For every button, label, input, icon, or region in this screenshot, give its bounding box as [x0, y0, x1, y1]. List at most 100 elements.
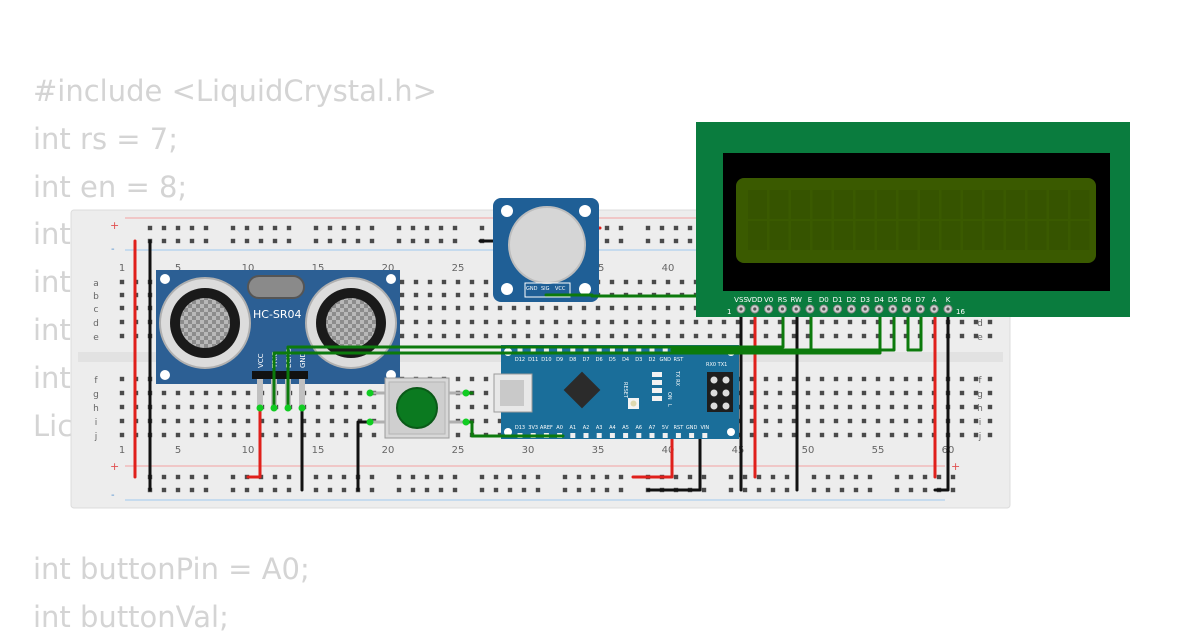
lcd-pin-label: D3	[860, 296, 870, 304]
potentiometer-knob[interactable]	[508, 206, 586, 284]
sensor-pin-gnd: GND	[299, 352, 307, 368]
lcd-pin-label: E	[808, 296, 812, 304]
column-number: 1	[119, 263, 125, 274]
wire-echo	[286, 307, 785, 410]
column-number: 25	[452, 445, 465, 456]
sensor-transducer-left	[159, 277, 251, 369]
arduino-pin-label: A2	[583, 425, 590, 431]
row-letter: d	[93, 319, 99, 329]
column-number: 20	[382, 263, 395, 274]
arduino-pin-label: D5	[609, 357, 616, 363]
arduino-pin-label: A6	[635, 425, 642, 431]
column-number: 35	[592, 445, 605, 456]
rail-plus-bottom: +	[110, 460, 119, 473]
column-number: 55	[872, 445, 885, 456]
wire-button-black	[356, 420, 372, 492]
row-letter: c	[94, 305, 99, 315]
rail-plus-top: +	[110, 219, 119, 232]
lcd-character-cells	[748, 190, 1090, 250]
code-listing: #include <LiquidCrystal.h>int rs = 7;int…	[33, 68, 437, 642]
row-letter: g	[977, 390, 983, 400]
column-number: 25	[452, 263, 465, 274]
column-number: 30	[522, 445, 535, 456]
arduino-pin-label: D2	[648, 357, 655, 363]
column-number: 20	[382, 445, 395, 456]
row-letter: i	[95, 418, 98, 428]
arduino-pin-label: RST	[674, 357, 685, 363]
microcontroller-chip	[563, 371, 601, 409]
wire-lcd-k	[933, 307, 950, 492]
lcd-pin-first: 1	[727, 308, 731, 316]
arduino-pin-label: RST	[674, 425, 685, 431]
lcd-pin-label: D7	[915, 296, 925, 304]
row-letter: b	[93, 292, 99, 302]
lcd-pin-label: A	[932, 296, 937, 304]
arduino-pin-label: A3	[596, 425, 603, 431]
column-number: 5	[175, 263, 181, 274]
pot-pin-vcc: VCC	[555, 286, 566, 292]
potentiometer[interactable]: GND SIG VCC	[493, 198, 599, 302]
arduino-pin-label: D10	[541, 357, 551, 363]
code-line: #include <LiquidCrystal.h>	[33, 74, 437, 108]
lcd-pin-label: RS	[778, 296, 788, 304]
code-line: Lic	[33, 408, 74, 443]
rail-minus-top: -	[111, 244, 115, 255]
row-letter: a	[93, 279, 99, 289]
code-line: int en = 8;	[33, 169, 188, 204]
row-letter: h	[93, 404, 99, 414]
column-number: 50	[802, 445, 815, 456]
l-label: L	[666, 404, 672, 407]
on-label: ON	[666, 392, 672, 400]
lcd-pin-label: D6	[902, 296, 912, 304]
lcd-pin-label: D1	[833, 296, 843, 304]
txrx-label: TX RX	[674, 370, 680, 387]
wires-back	[133, 226, 950, 492]
row-letter: f	[94, 376, 98, 386]
row-letter: d	[977, 319, 983, 329]
lcd-pin-label: D0	[819, 296, 829, 304]
rxtx-label: RX0 TX1	[706, 362, 727, 368]
column-number: 15	[312, 263, 325, 274]
arduino-pin-label: A7	[649, 425, 656, 431]
column-number: 40	[662, 263, 675, 274]
lcd-pin-label: D4	[874, 296, 884, 304]
arduino-pin-label: GND	[659, 357, 671, 363]
arduino-pin-label: GND	[686, 425, 698, 431]
code-line: int buttonPin = A0;	[33, 551, 310, 586]
lcd-pin-label: RW	[790, 296, 802, 304]
code-line: int	[33, 217, 71, 252]
row-letter: g	[93, 390, 99, 400]
code-line: int	[33, 360, 71, 395]
sensor-label: HC-SR04	[253, 308, 302, 321]
wire-5v-red	[631, 434, 674, 479]
rail-plus-bottom-right: +	[951, 460, 960, 473]
arduino-pin-label: A5	[622, 425, 629, 431]
row-letter: j	[94, 432, 98, 442]
arduino-pin-label: D3	[635, 357, 642, 363]
pushbutton-cap[interactable]	[396, 387, 438, 429]
arduino-pin-label: D8	[569, 357, 576, 363]
arduino-pin-label: 3V3	[528, 425, 538, 431]
arduino-pin-label: A0	[556, 425, 563, 431]
pot-pin-sig: SIG	[541, 286, 550, 292]
wire-lcd-d5	[809, 307, 896, 352]
column-number: 10	[242, 263, 255, 274]
row-letter: h	[977, 404, 983, 414]
column-number: 40	[662, 445, 675, 456]
arduino-pin-label: D9	[556, 357, 563, 363]
arduino-pin-label: D13	[515, 425, 525, 431]
arduino-pin-label: D12	[515, 357, 525, 363]
arduino-pin-label: D7	[582, 357, 589, 363]
column-number: 15	[312, 445, 325, 456]
lcd-pin-label: V0	[764, 296, 773, 304]
column-number: 1	[119, 445, 125, 456]
icsp-header	[710, 376, 730, 410]
pushbutton[interactable]	[372, 377, 464, 439]
row-letter: i	[979, 418, 982, 428]
